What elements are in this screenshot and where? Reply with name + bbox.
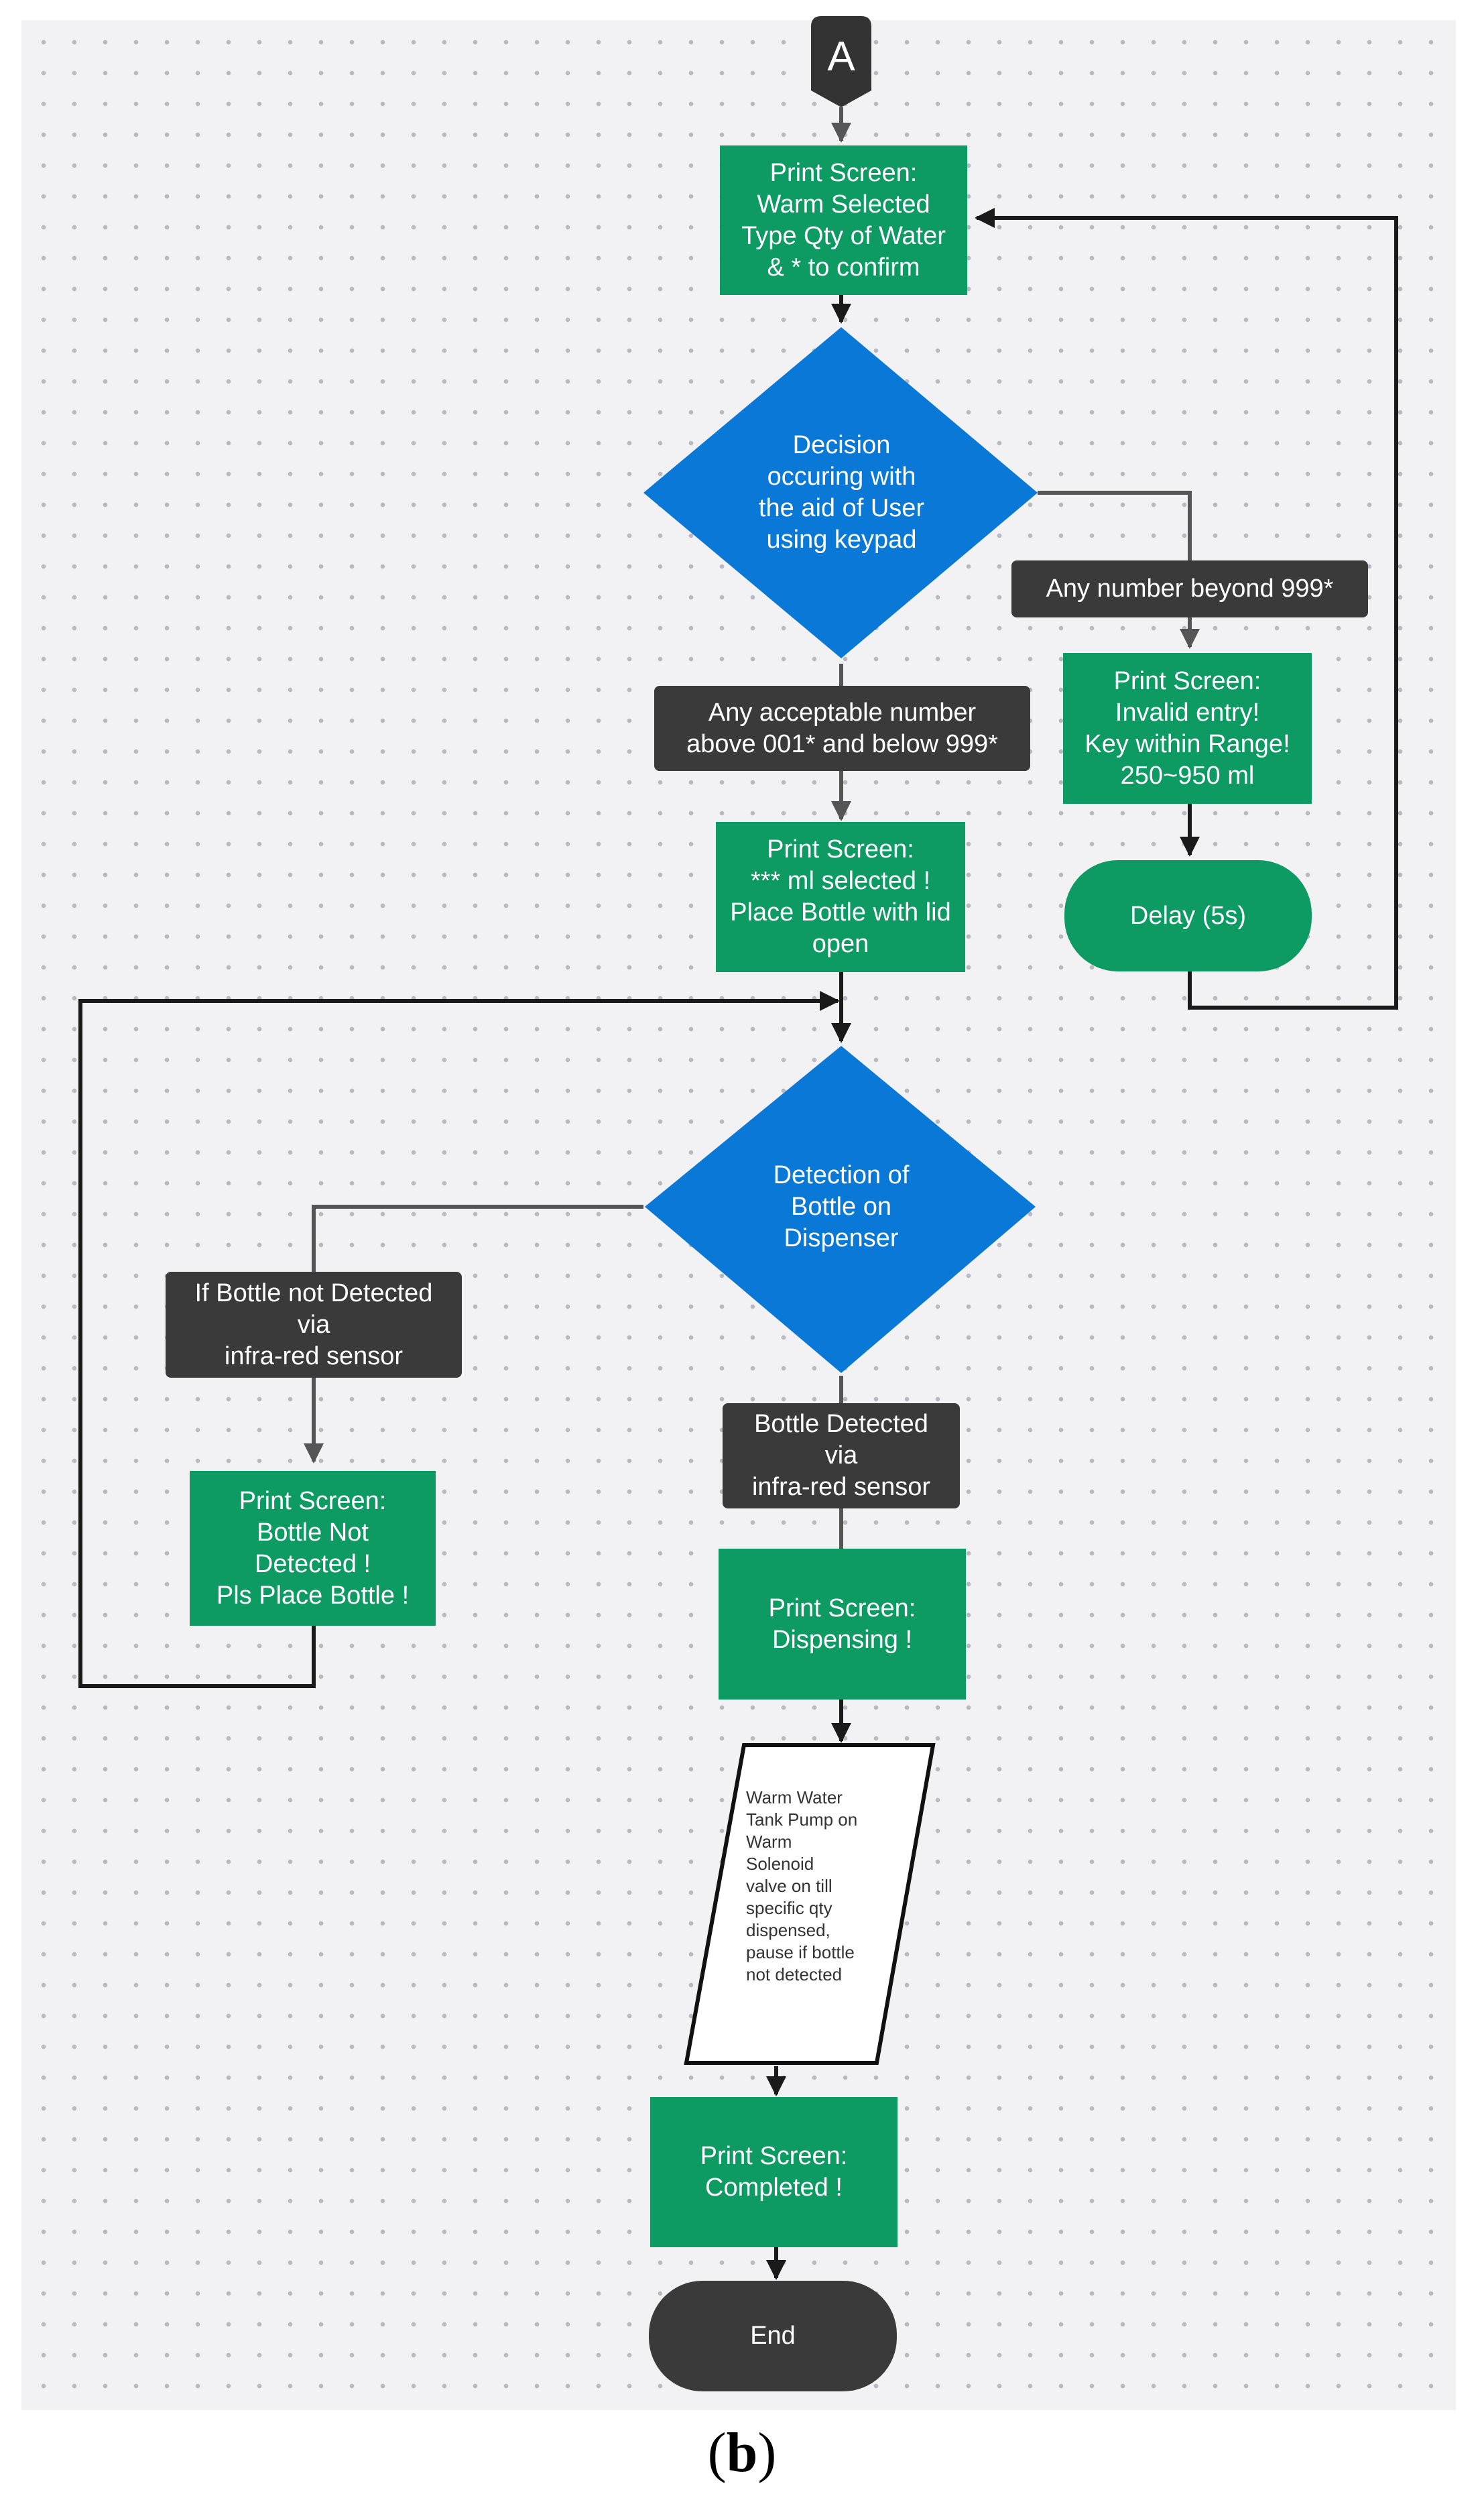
- decision-bottle-diamond: [645, 1046, 1036, 1373]
- label-acceptable-number: Any acceptable number above 001* and bel…: [654, 686, 1030, 771]
- decision-user-text: Decision occuring with the aid of User u…: [758, 431, 925, 554]
- print-ml-selected-box: Print Screen: *** ml selected ! Place Bo…: [716, 822, 965, 972]
- print-completed-box: Print Screen: Completed !: [650, 2097, 898, 2247]
- edge-bottle-to-not-detected-label: [312, 1205, 643, 1272]
- print-warm-selected-box: Print Screen: Warm Selected Type Qty of …: [720, 145, 967, 295]
- print-dispensing-box: Print Screen: Dispensing !: [719, 1549, 966, 1700]
- connector-a-label: A: [827, 34, 855, 80]
- label-bottle-detected: Bottle Detected via infra-red sensor: [723, 1403, 960, 1508]
- io-pump-shape: [684, 1743, 936, 2065]
- label-any-number-beyond: Any number beyond 999*: [1011, 560, 1368, 617]
- edge-delay-loop-back: [975, 208, 1398, 1010]
- decision-user-diamond: [643, 327, 1038, 658]
- delay-terminal: Delay (5s): [1064, 860, 1312, 971]
- label-bottle-not-detected: If Bottle not Detected via infra-red sen…: [166, 1272, 462, 1378]
- connector-a-shape: [811, 16, 871, 107]
- edge-not-detected-loop-back: [78, 991, 840, 1688]
- edge-decision-to-beyond-label: [1038, 491, 1192, 560]
- io-pump-text: Warm Water Tank Pump on Warm Solenoid va…: [746, 1787, 858, 1984]
- print-invalid-entry-box: Print Screen: Invalid entry! Key within …: [1063, 653, 1312, 804]
- figure-caption: (b): [707, 2422, 777, 2484]
- decision-bottle-text: Detection of Bottle on Dispenser: [773, 1160, 910, 1252]
- print-bottle-not-detected-box: Print Screen: Bottle Not Detected ! Pls …: [190, 1471, 436, 1626]
- end-terminal: End: [649, 2281, 897, 2391]
